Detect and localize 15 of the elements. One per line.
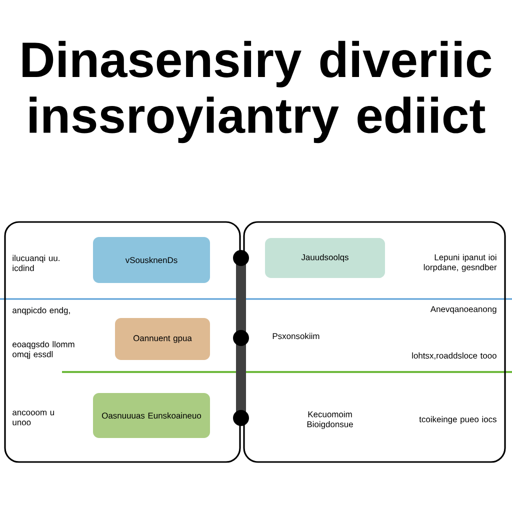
colored-box: Oannuent gpua <box>115 318 210 360</box>
text-label: Psxonsokiim <box>272 332 320 340</box>
text-label: ilucuanqi uu. icdind <box>12 254 60 272</box>
colored-box: Oasnuuuas Eunskoaineuo <box>93 393 210 438</box>
text-label: ancooom u unoo <box>12 410 54 426</box>
colored-box: Jauudsoolqs <box>265 238 385 278</box>
text-label: lohtsx,roaddsloce tooo <box>412 352 496 360</box>
text-label: eoaqgsdo llomm omqj essdl <box>12 341 74 359</box>
text-label: Anevqanoeanong <box>430 306 496 314</box>
text-label: Lepuni ipanut ioi lorpdane, gesndber <box>424 254 497 272</box>
colored-box: vSousknenDs <box>93 237 210 283</box>
text-label: tcoikeinge pueo iocs <box>419 416 496 424</box>
text-label: Kecuomoim Bioigdonsue <box>307 411 353 429</box>
text-label: anqpicdo endg, <box>12 307 70 315</box>
title: Dinasensiry diveriic inssroyiantry ediict <box>22 40 492 144</box>
